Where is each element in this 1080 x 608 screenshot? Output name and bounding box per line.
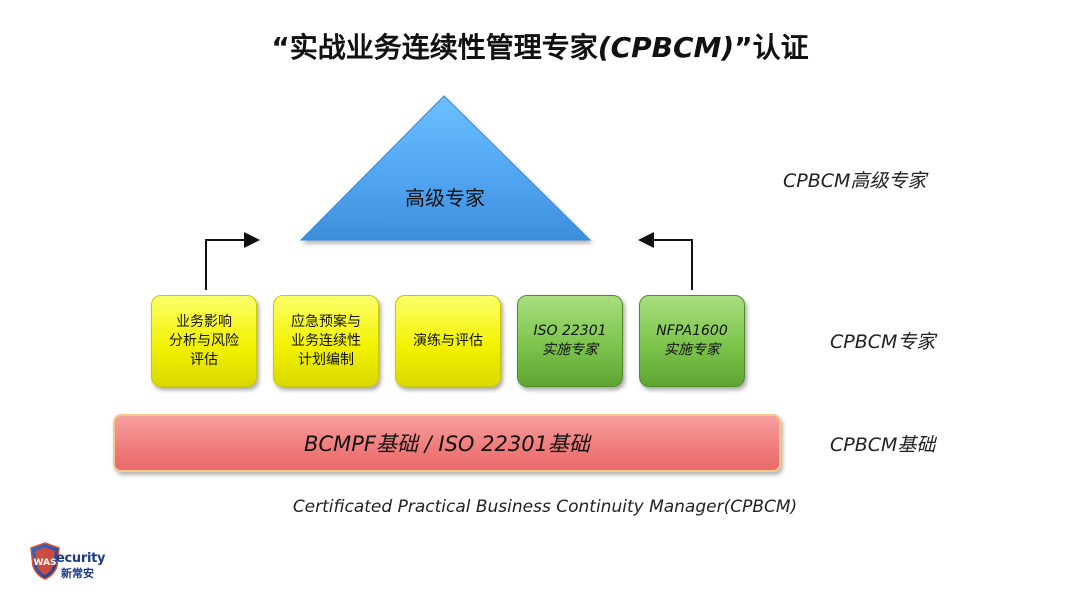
wasecurity-logo: WAS ecurity 新常安 xyxy=(30,542,115,582)
page-title: “实战业务连续性管理专家(CPBCM)”认证 xyxy=(0,26,1080,66)
module-iso22301-expert: ISO 22301 实施专家 xyxy=(517,295,623,387)
left-arrow xyxy=(205,232,260,290)
level-label-senior: CPBCM高级专家 xyxy=(783,170,927,192)
level-label-expert: CPBCM专家 xyxy=(830,331,936,353)
title-open-quote: “ xyxy=(271,31,290,64)
pyramid-label: 高级专家 xyxy=(405,186,485,210)
title-cn-before: 实战业务连续性管理专家 xyxy=(289,31,598,64)
certification-subtitle: Certificated Practical Business Continui… xyxy=(292,497,798,517)
title-close-quote: ” xyxy=(734,31,753,64)
foundation-bar: BCMPF基础 / ISO 22301基础 xyxy=(113,414,781,472)
module-plan-development: 应急预案与 业务连续性 计划编制 xyxy=(273,295,379,387)
title-latin: (CPBCM) xyxy=(597,31,735,64)
shield-text: WAS xyxy=(34,558,57,568)
module-nfpa1600-expert: NFPA1600 实施专家 xyxy=(639,295,745,387)
senior-expert-pyramid xyxy=(299,95,592,241)
pyramid-shape xyxy=(299,95,592,241)
right-arrow xyxy=(638,232,693,290)
title-cn-after: 认证 xyxy=(752,31,809,64)
shield-icon: WAS xyxy=(30,542,60,580)
logo-brand-cn: 新常安 xyxy=(61,567,94,580)
level-label-foundation: CPBCM基础 xyxy=(830,434,936,456)
module-exercise-evaluation: 演练与评估 xyxy=(395,295,501,387)
logo-brand: ecurity xyxy=(56,551,106,566)
module-bia-risk: 业务影响 分析与风险 评估 xyxy=(151,295,257,387)
